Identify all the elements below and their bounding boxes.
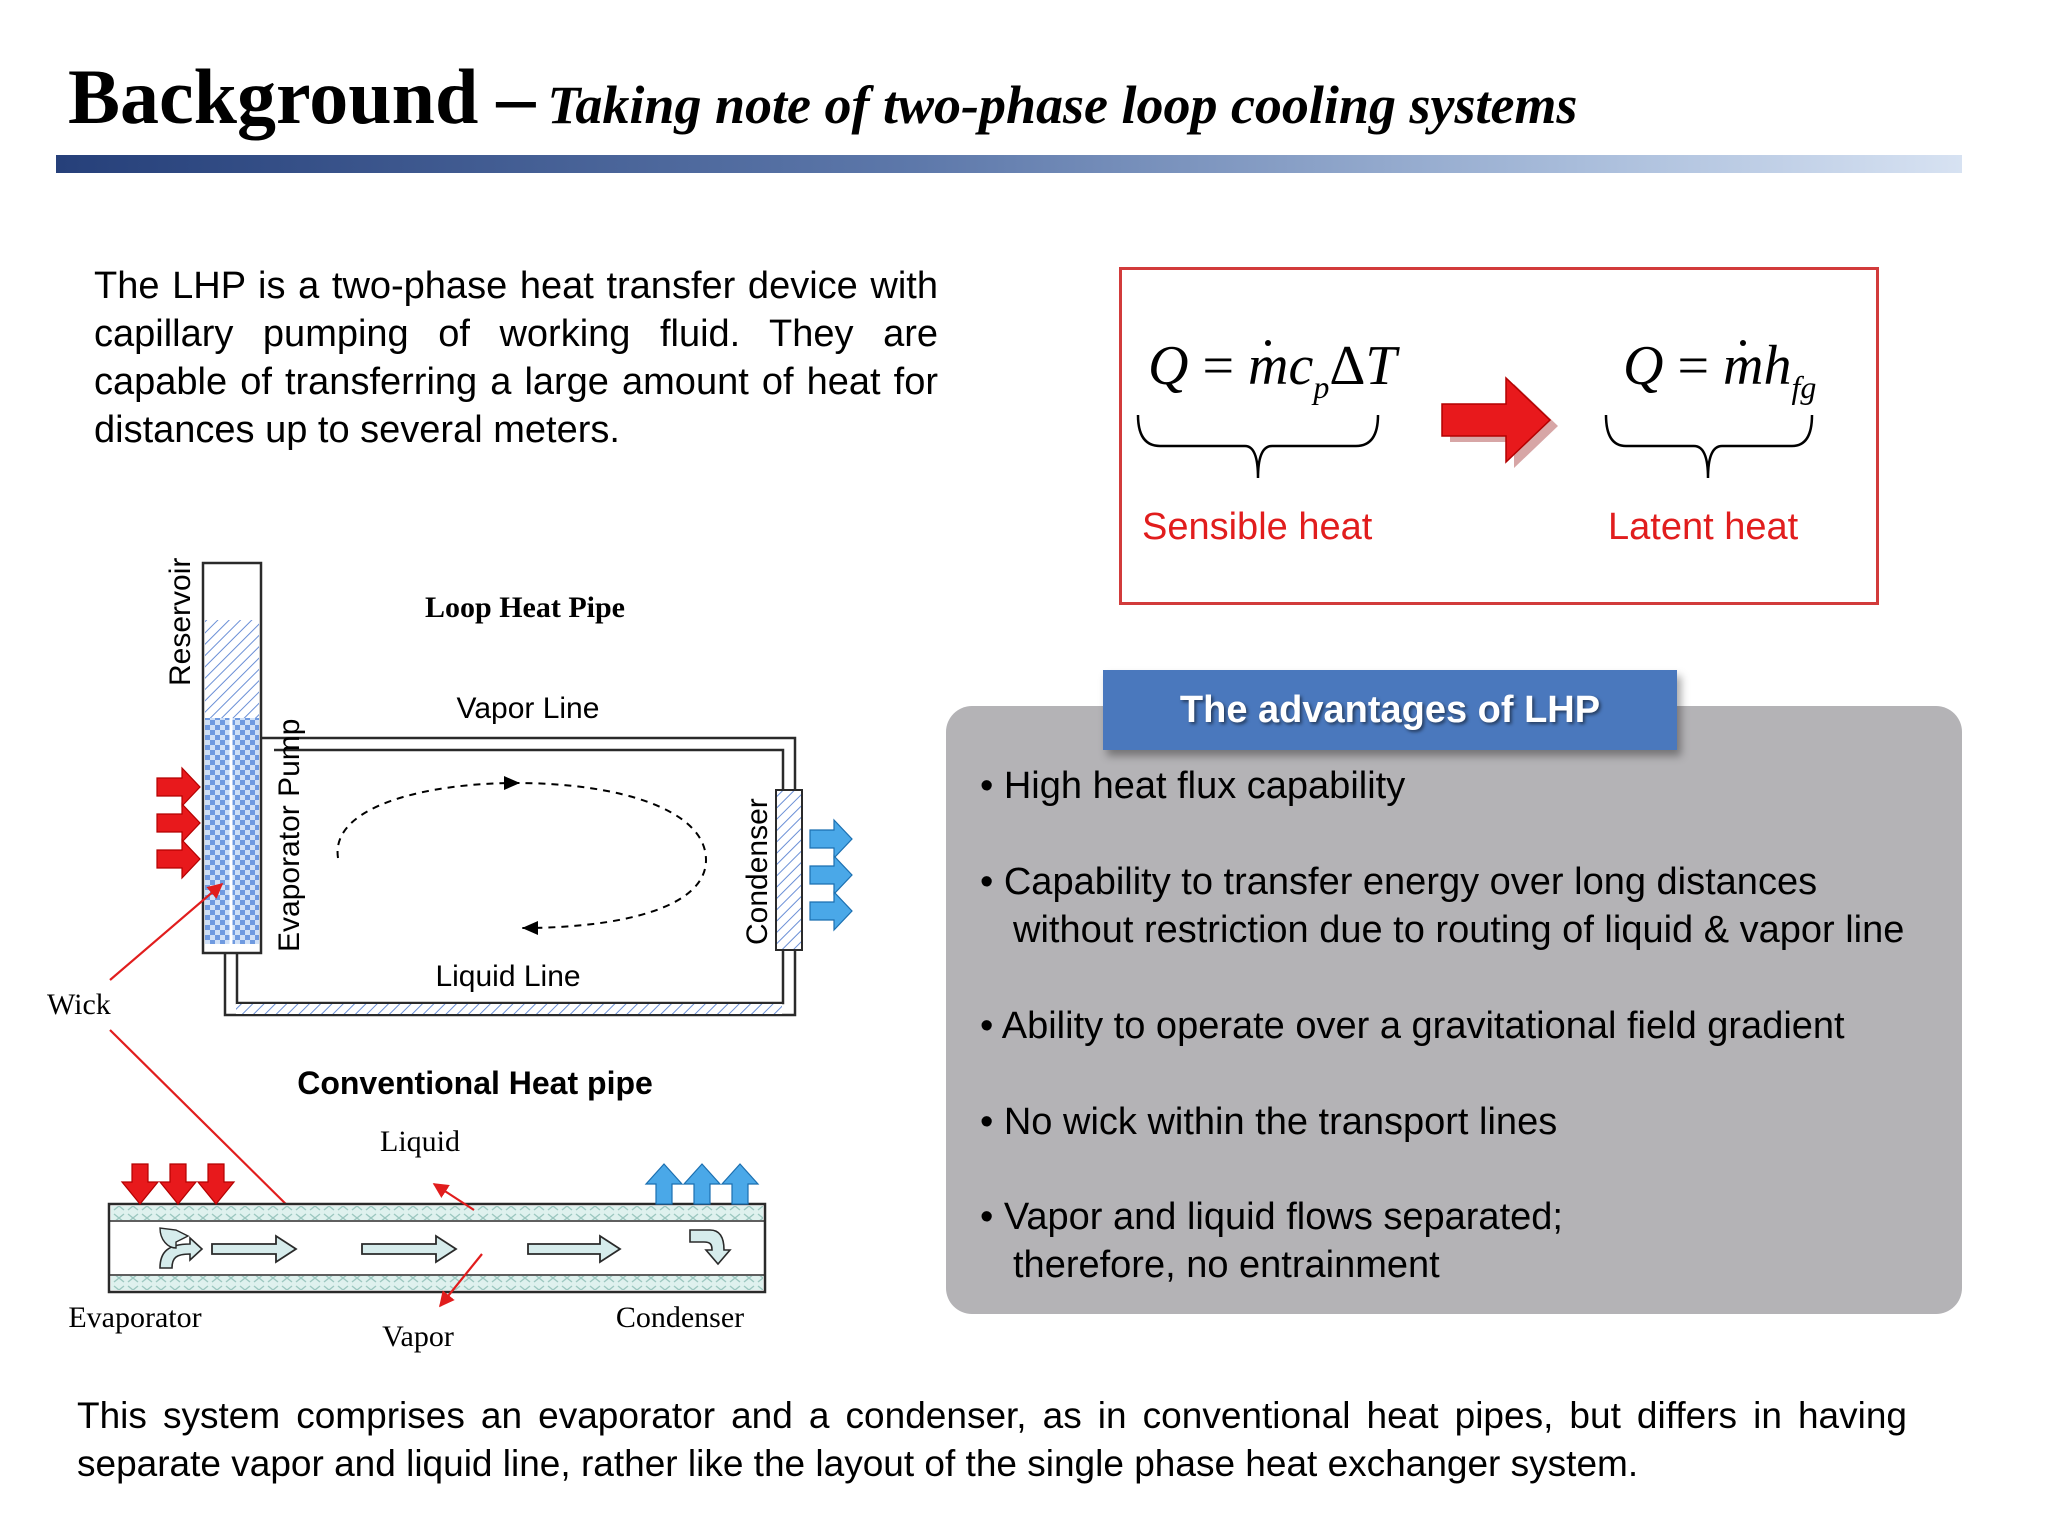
liquid-line-label: Liquid Line	[435, 960, 580, 993]
advantage-item: • Ability to operate over a gravitationa…	[980, 1002, 1845, 1050]
bottom-paragraph: This system comprises an evaporator and …	[77, 1395, 1907, 1484]
title-main: Background	[68, 53, 479, 140]
latent-heat-label: Latent heat	[1608, 506, 1799, 548]
transition-arrow-icon	[1441, 376, 1558, 468]
heat-equation-box	[1119, 267, 1879, 605]
wick-pointer-conventional	[109, 1029, 304, 1222]
advantage-item: • High heat flux capability	[980, 762, 1405, 810]
advantage-text-continued: therefore, no entrainment	[1013, 1244, 1440, 1286]
conventional-heat-in-arrows	[120, 1163, 236, 1205]
condenser-label-lhp: Condenser	[741, 798, 774, 945]
flow-arrow-top	[504, 776, 520, 790]
heat-out-arrows	[809, 818, 853, 932]
advantage-text: • High heat flux capability	[980, 765, 1406, 807]
vapor-label: Vapor	[382, 1320, 454, 1353]
advantage-text: • Ability to operate over a gravitationa…	[980, 1005, 1845, 1047]
flow-arrow-bottom	[522, 921, 538, 935]
advantage-text: • Vapor and liquid flows separated;	[980, 1196, 1563, 1238]
lhp-loop-tube-inner	[235, 748, 785, 1005]
evaporator-label: Evaporator	[68, 1301, 201, 1334]
evaporator-turn-arrow-top	[159, 1227, 190, 1249]
conventional-heat-out-arrows	[644, 1163, 760, 1205]
sensible-heat-label: Sensible heat	[1142, 506, 1373, 548]
reservoir-hatch	[205, 620, 259, 720]
conventional-wick-bottom	[111, 1276, 763, 1290]
heat-in-arrows	[156, 766, 201, 880]
vapor-line-label: Vapor Line	[457, 692, 600, 725]
sensible-heat-equation: Q = mcpΔT	[1148, 335, 1397, 405]
conventional-title: Conventional Heat pipe	[297, 1065, 653, 1101]
advantages-title: The advantages of LHP	[1103, 670, 1677, 750]
lhp-liquid-line-wick	[236, 1004, 782, 1014]
condenser-label-conventional: Condenser	[616, 1301, 744, 1334]
vapor-pointer	[439, 1253, 483, 1308]
wick-label: Wick	[47, 988, 111, 1021]
liquid-label: Liquid	[380, 1125, 460, 1158]
lhp-title: Loop Heat Pipe	[425, 591, 625, 624]
condenser-turn-arrow	[689, 1229, 732, 1266]
advantage-text-continued: without restriction due to routing of li…	[1013, 909, 1905, 951]
intro-paragraph: The LHP is a two-phase heat transfer dev…	[94, 265, 938, 451]
advantage-text: • No wick within the transport lines	[980, 1101, 1558, 1143]
slide-title: Background–Taking note of two-phase loop…	[68, 52, 1577, 142]
title-dash: –	[496, 53, 536, 140]
advantages-panel	[946, 706, 1962, 1314]
latent-heat-equation: Q = mhfg	[1623, 335, 1817, 405]
latent-brace	[1604, 414, 1814, 479]
vapor-flow-arrows	[211, 1234, 622, 1264]
wick-pointer-lhp	[109, 882, 224, 981]
lhp-loop-tube	[223, 736, 797, 1017]
conventional-wick-top	[111, 1206, 763, 1220]
evaporator-turn-arrow	[159, 1236, 204, 1269]
lhp-condenser-body	[775, 789, 803, 951]
reservoir-label: Reservoir	[164, 558, 197, 686]
advantage-item: • Vapor and liquid flows separated; ther…	[980, 1193, 1563, 1289]
advantage-item: • No wick within the transport lines	[980, 1098, 1557, 1146]
evaporator-pump-label: Evaporator Pump	[273, 719, 306, 952]
title-subtitle: Taking note of two-phase loop cooling sy…	[547, 75, 1578, 135]
title-underline	[56, 155, 1962, 173]
flow-circulation-path	[336, 781, 708, 929]
liquid-pointer	[432, 1183, 475, 1211]
advantage-text: • Capability to transfer energy over lon…	[980, 861, 1818, 903]
advantage-item: • Capability to transfer energy over lon…	[980, 858, 1904, 954]
sensible-brace	[1136, 414, 1380, 479]
